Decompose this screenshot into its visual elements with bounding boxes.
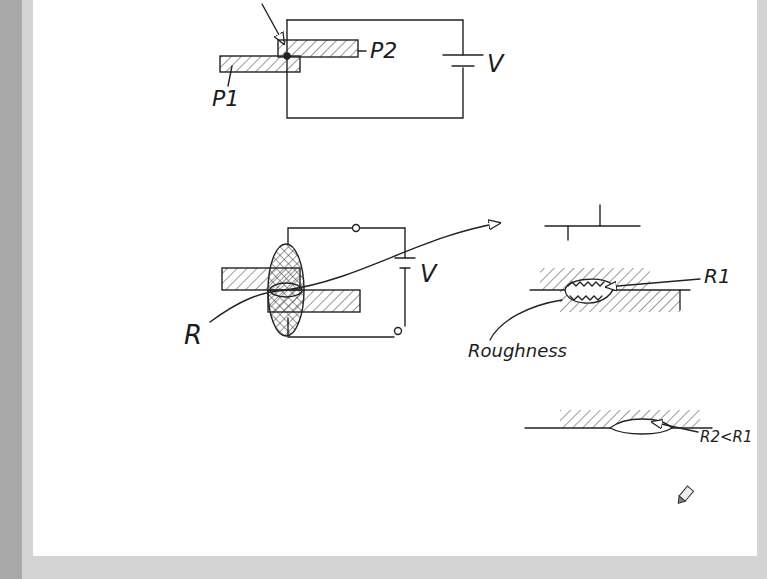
page: [33, 0, 757, 556]
handwritten-label: Roughness: [468, 342, 567, 360]
handwritten-label: V: [420, 262, 436, 286]
top-figure: [220, 4, 483, 118]
pencil-cursor: [675, 486, 693, 506]
handwritten-label: P2: [370, 40, 397, 62]
handwritten-label: R2<R1: [700, 430, 753, 445]
handwritten-label: R: [184, 322, 202, 348]
side-bar: [0, 0, 22, 579]
handwritten-label: P1: [212, 88, 239, 110]
handwritten-label: V: [487, 52, 503, 76]
handwritten-label: R1: [704, 266, 731, 286]
